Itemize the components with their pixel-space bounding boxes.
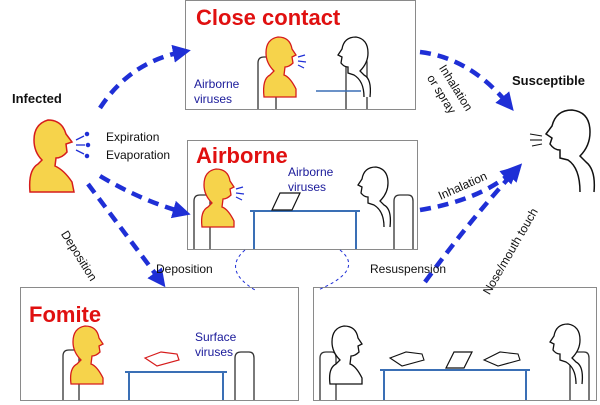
resuspension-label: Resuspension bbox=[370, 262, 447, 276]
close-contact-virus-label-line2: viruses bbox=[194, 92, 233, 106]
susceptible-label: Susceptible bbox=[512, 73, 585, 88]
fomite-scene bbox=[62, 325, 255, 400]
table-icon bbox=[380, 369, 530, 400]
virus-emission-icon bbox=[297, 54, 307, 69]
infected-label: Infected bbox=[12, 91, 62, 106]
hand-icon bbox=[388, 351, 521, 367]
arrow-infected-to-fomite bbox=[86, 182, 166, 288]
susceptible-person-icon bbox=[337, 36, 372, 98]
table-icon bbox=[250, 210, 360, 249]
hand-icon bbox=[143, 351, 180, 367]
virus-emission-icon bbox=[75, 131, 91, 159]
close-contact-title: Close contact bbox=[196, 5, 341, 30]
deposition-dashed-curve bbox=[235, 249, 256, 291]
fomite-virus-label-line2: viruses bbox=[195, 345, 234, 359]
laptop-icon bbox=[271, 192, 301, 211]
close-contact-scene bbox=[257, 36, 372, 109]
infected-person-icon bbox=[200, 168, 235, 228]
close-contact-panel: Close contact Airborne viruses bbox=[185, 0, 416, 110]
susceptible-person-icon bbox=[544, 109, 596, 193]
fomite-panel: Fomite Surface viruses bbox=[20, 287, 299, 401]
arrow-resuspension-to-susceptible bbox=[423, 163, 523, 284]
laptop-icon bbox=[445, 351, 473, 369]
airborne-virus-label-line2: viruses bbox=[288, 180, 327, 194]
arrow-infected-to-airborne bbox=[98, 174, 191, 219]
airborne-panel: Airborne Airborne viruses bbox=[187, 140, 418, 250]
infected-person-icon bbox=[262, 36, 297, 98]
airborne-title: Airborne bbox=[196, 143, 288, 168]
resuspension-dashed-curve bbox=[317, 249, 350, 291]
airborne-virus-label-line1: Airborne bbox=[288, 165, 334, 179]
table-icon bbox=[125, 371, 227, 400]
resuspension-scene bbox=[319, 323, 590, 400]
infected-person-icon bbox=[69, 325, 104, 385]
virus-emission-icon bbox=[529, 133, 543, 147]
susceptible-person-icon bbox=[328, 323, 584, 385]
expiration-label: Expiration bbox=[106, 130, 160, 144]
infected-person-icon bbox=[28, 119, 75, 193]
arrow-close-contact-to-susceptible bbox=[419, 49, 514, 111]
airborne-scene bbox=[193, 166, 414, 249]
evaporation-label: Evaporation bbox=[106, 148, 171, 162]
arrow-infected-to-close-contact bbox=[98, 44, 191, 110]
resuspension-panel bbox=[313, 287, 597, 401]
virus-emission-icon bbox=[235, 186, 245, 201]
susceptible-person-icon bbox=[357, 166, 392, 228]
close-contact-virus-label-line1: Airborne bbox=[194, 77, 240, 91]
deposition-label: Deposition bbox=[156, 262, 213, 276]
fomite-title: Fomite bbox=[29, 302, 102, 327]
fomite-virus-label-line1: Surface bbox=[195, 330, 237, 344]
